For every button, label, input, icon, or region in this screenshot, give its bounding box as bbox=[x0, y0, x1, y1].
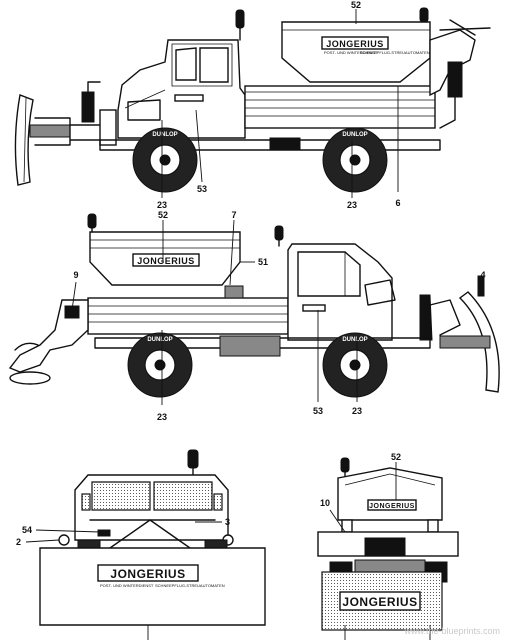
callout-53: 53 bbox=[313, 406, 323, 416]
side-view-right: JONGERIUS POST- UND WINTERDIENST SCHNEEP… bbox=[14, 0, 491, 210]
callout-53: 53 bbox=[197, 184, 207, 194]
brand-tagline-front-right: SCHNEEPFLUG-STREUAUTOMATEN bbox=[155, 583, 225, 588]
cab bbox=[117, 9, 246, 139]
brand-label-front: JONGERIUS bbox=[110, 567, 185, 581]
brand-label-rear-top: JONGERIUS bbox=[369, 503, 415, 510]
tyre-brand-front: DUNLOP bbox=[152, 132, 177, 138]
brand-label-rear: JONGERIUS bbox=[342, 595, 417, 609]
callout-54: 54 bbox=[22, 525, 32, 535]
callout-52: 52 bbox=[391, 452, 401, 462]
side-view-left: JONGERIUS bbox=[8, 210, 500, 422]
callout-7: 7 bbox=[231, 210, 236, 220]
callout-52: 52 bbox=[158, 210, 168, 220]
callout-4: 4 bbox=[480, 270, 485, 280]
callout-52: 52 bbox=[351, 0, 361, 10]
callout-10: 10 bbox=[320, 498, 330, 508]
tyre-brand-rear: DUNLOP bbox=[342, 132, 367, 138]
callout-6: 6 bbox=[395, 198, 400, 208]
callout-23: 23 bbox=[157, 412, 167, 422]
brand-tagline-front-left: POST- UND WINTERDIENST bbox=[100, 583, 154, 588]
brand-label-side-left: JONGERIUS bbox=[137, 256, 195, 266]
front-wheel: DUNLOP bbox=[132, 127, 198, 193]
rear-wheel-left: DUNLOP bbox=[127, 332, 193, 398]
rear-view: JONGERIUS JONGERIUS 52 10 bbox=[317, 452, 459, 640]
callout-23: 23 bbox=[157, 200, 167, 210]
body-and-spreader: JONGERIUS POST- UND WINTERDIENST SCHNEEP… bbox=[244, 7, 491, 129]
chassis-frame bbox=[99, 139, 441, 151]
tyre-brand-rear-left: DUNLOP bbox=[147, 337, 172, 343]
callout-2: 2 bbox=[16, 537, 21, 547]
callout-9: 9 bbox=[73, 270, 78, 280]
front-snow-plough bbox=[14, 81, 117, 186]
callout-51: 51 bbox=[258, 257, 268, 267]
front-view: JONGERIUS POST- UND WINTERDIENST SCHNEEP… bbox=[16, 449, 266, 640]
callout-23: 23 bbox=[352, 406, 362, 416]
callout-23: 23 bbox=[347, 200, 357, 210]
brand-label-side-right: JONGERIUS bbox=[326, 39, 384, 49]
front-wheel-left: DUNLOP bbox=[322, 332, 388, 398]
front-snow-plough-left-view bbox=[419, 275, 500, 393]
brand-tagline-left: POST- UND WINTERDIENST bbox=[324, 50, 378, 55]
brand-tagline-right: SCHNEEPFLUG-STREUAUTOMATEN bbox=[360, 50, 430, 55]
rear-wheel: DUNLOP bbox=[322, 127, 388, 193]
watermark: www.the-blueprints.com bbox=[403, 626, 500, 636]
callout-3: 3 bbox=[225, 517, 230, 527]
tyre-brand-front-left: DUNLOP bbox=[342, 337, 367, 343]
